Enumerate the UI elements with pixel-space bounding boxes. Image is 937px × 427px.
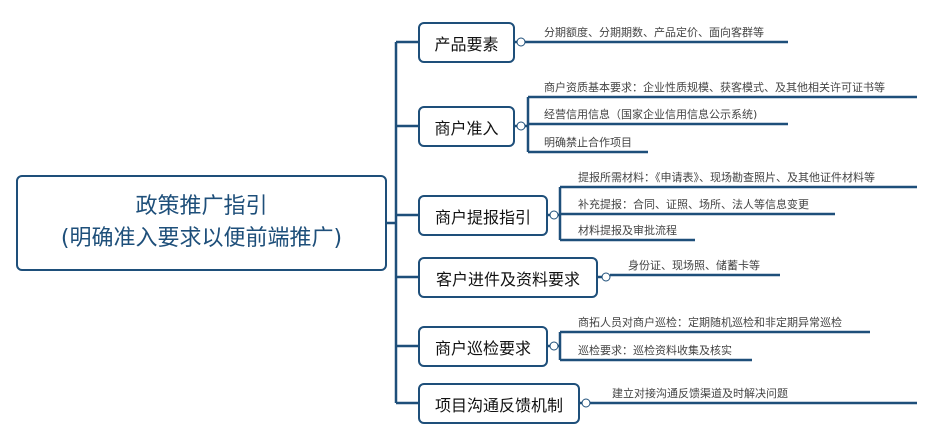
branch-product-elements[interactable]: 产品要素: [418, 22, 515, 63]
leaf-item: 经营信用信息（国家企业信用信息公示系统): [544, 108, 758, 121]
leaf-item: 身份证、现场照、储蓄卡等: [628, 259, 760, 272]
leaf-item: 商拓人员对商户巡检：定期随机巡检和非定期异常巡检: [578, 316, 842, 329]
branch-merchant-inspection[interactable]: 商户巡检要求: [418, 326, 548, 367]
branch-customer-application[interactable]: 客户进件及资料要求: [418, 257, 598, 298]
leaf-item: 提报所需材料：《申请表》、现场勘查照片、及其他证件材料等: [578, 171, 875, 184]
leaf-item: 建立对接沟通反馈渠道及时解决问题: [612, 387, 788, 400]
root-node[interactable]: 政策推广指引 (明确准入要求以便前端推广): [16, 175, 387, 271]
leaf-item: 商户资质基本要求：企业性质规模、获客模式、及其他相关许可证书等: [544, 81, 885, 94]
root-subtitle: (明确准入要求以便前端推广): [60, 226, 343, 251]
branch-feedback-mechanism[interactable]: 项目沟通反馈机制: [418, 383, 580, 424]
branch-merchant-report-guide[interactable]: 商户提报指引: [418, 195, 548, 236]
branch-merchant-admission[interactable]: 商户准入: [418, 106, 515, 147]
leaf-item: 材料提报及审批流程: [578, 224, 677, 237]
leaf-item: 补充提报：合同、证照、场所、法人等信息变更: [578, 198, 809, 211]
leaf-item: 分期额度、分期期数、产品定价、面向客群等: [544, 26, 764, 39]
root-title: 政策推广指引: [135, 194, 268, 219]
leaf-item: 明确禁止合作项目: [544, 136, 632, 149]
leaf-item: 巡检要求：巡检资料收集及核实: [578, 344, 732, 357]
